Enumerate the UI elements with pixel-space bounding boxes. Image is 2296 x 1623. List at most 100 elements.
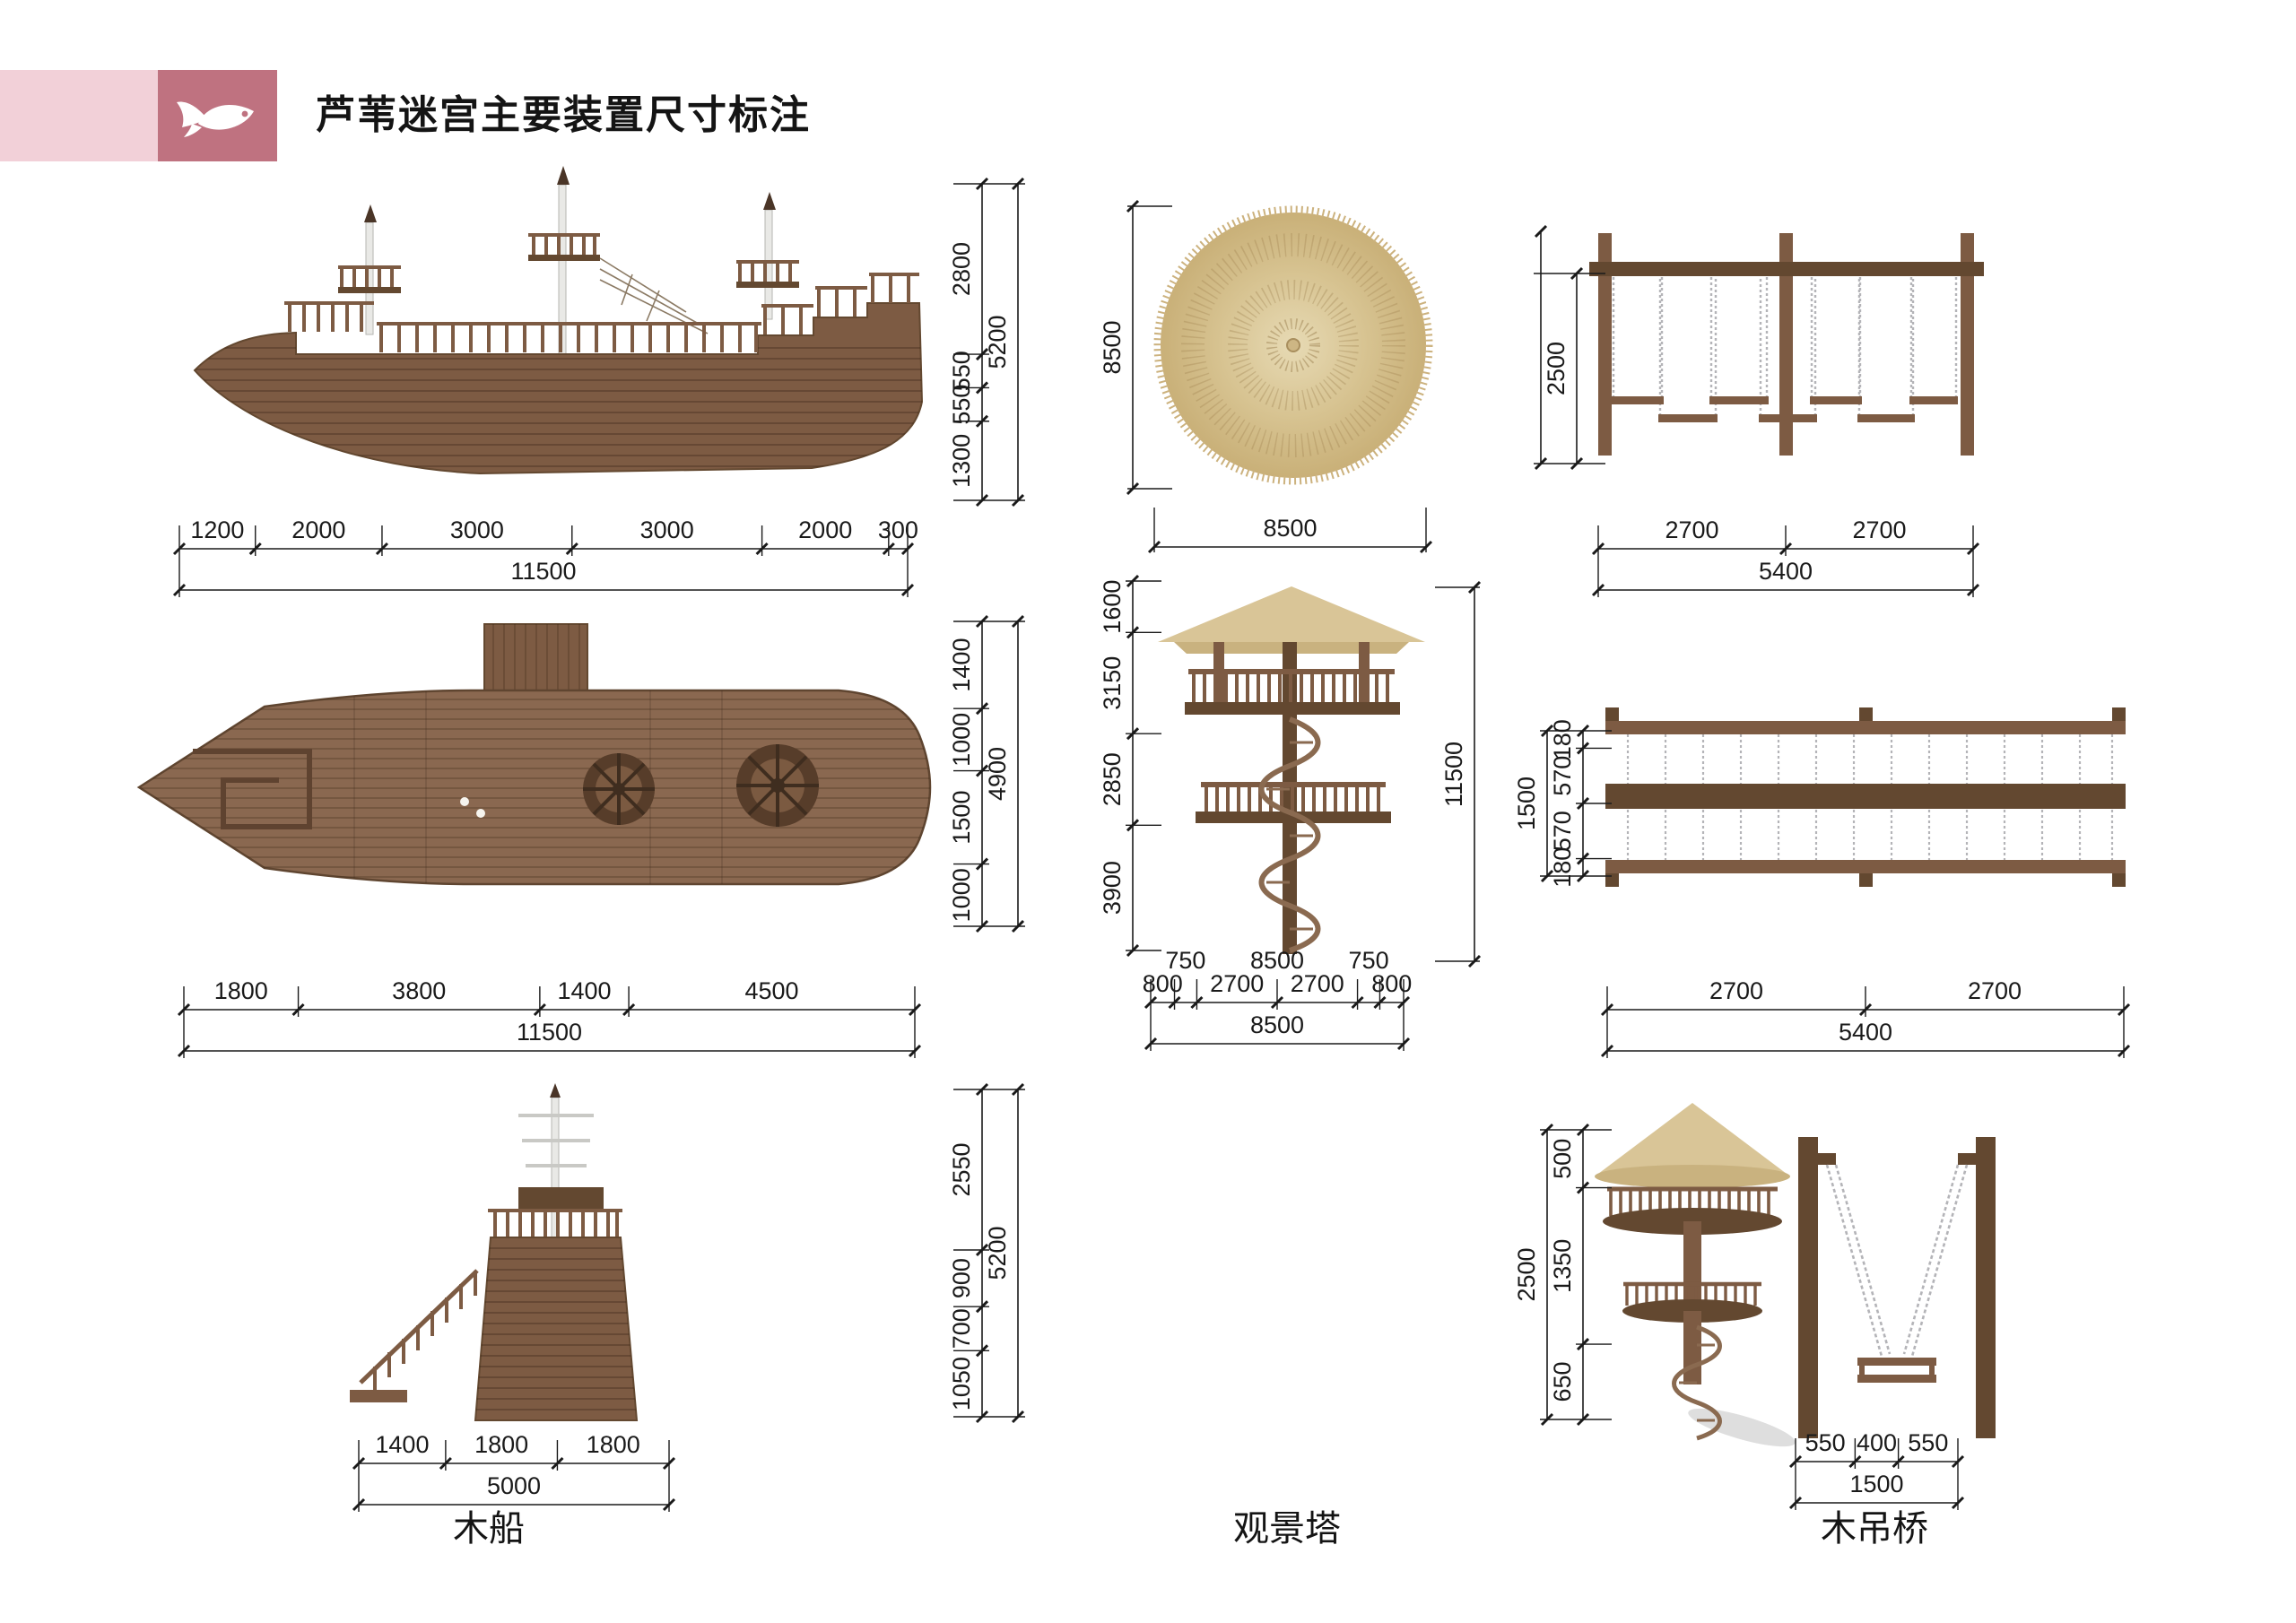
boat-front-hull	[474, 1237, 639, 1421]
spiral-stair	[1258, 716, 1321, 953]
svg-text:2700: 2700	[1665, 516, 1718, 543]
tower-roof	[1158, 586, 1425, 642]
svg-text:2800: 2800	[948, 242, 975, 296]
persp-spiral-stair	[1672, 1324, 1722, 1441]
svg-text:3800: 3800	[392, 977, 446, 1004]
persp-roof	[1595, 1103, 1790, 1176]
svg-text:11500: 11500	[510, 558, 576, 585]
logo-square	[158, 70, 277, 161]
svg-text:750: 750	[1349, 947, 1389, 974]
svg-text:1400: 1400	[375, 1431, 429, 1458]
svg-text:5200: 5200	[984, 315, 1011, 369]
boat-side-drawing	[184, 166, 928, 520]
roof-plan-drawing	[1150, 202, 1437, 489]
fish-icon	[176, 101, 254, 137]
svg-text:570: 570	[1549, 756, 1576, 796]
swing-left-dims: 2500	[1520, 224, 1605, 471]
svg-text:1050: 1050	[948, 1357, 975, 1410]
svg-text:2550: 2550	[948, 1142, 975, 1196]
svg-text:1400: 1400	[948, 638, 975, 692]
svg-text:1300: 1300	[948, 434, 975, 488]
svg-text:1200: 1200	[190, 516, 244, 543]
svg-text:900: 900	[948, 1258, 975, 1298]
svg-text:180: 180	[1549, 719, 1576, 759]
svg-text:2700: 2700	[1291, 970, 1344, 997]
svg-text:8500: 8500	[1263, 515, 1317, 542]
svg-text:2000: 2000	[798, 516, 852, 543]
svg-text:8500: 8500	[1250, 1011, 1304, 1038]
svg-text:1800: 1800	[214, 977, 268, 1004]
boat-front-right-dims: 2550 900 700 1050 5200	[948, 1082, 1061, 1424]
svg-text:800: 800	[1143, 970, 1183, 997]
svg-text:400: 400	[1857, 1429, 1897, 1456]
tower-front-drawing	[1154, 583, 1429, 956]
svg-text:2850: 2850	[1099, 752, 1126, 806]
svg-text:2700: 2700	[1210, 970, 1264, 997]
svg-text:1350: 1350	[1549, 1239, 1576, 1293]
boat-front-drawing	[343, 1083, 652, 1429]
bridge-plan-posts	[1605, 707, 2126, 887]
swing-bottom-dims: 2700 2700 5400	[1591, 516, 1980, 635]
swing-front-drawing	[1589, 222, 1984, 466]
swing-posts	[1598, 233, 1974, 456]
svg-text:700: 700	[948, 1308, 975, 1349]
svg-text:5000: 5000	[487, 1472, 541, 1499]
svg-text:5200: 5200	[984, 1226, 1011, 1280]
tower-persp-drawing	[1589, 1101, 1797, 1447]
bridge-front-chains	[1825, 1164, 1969, 1360]
svg-text:8500: 8500	[1099, 320, 1126, 374]
svg-text:1800: 1800	[474, 1431, 528, 1458]
bridge-front-seat	[1857, 1358, 1936, 1383]
bridge-plan-rail	[1605, 860, 2126, 873]
svg-text:1000: 1000	[948, 713, 975, 767]
svg-text:550: 550	[1805, 1429, 1846, 1456]
label-wooden-boat: 木船	[453, 1509, 525, 1549]
svg-text:2500: 2500	[1543, 342, 1570, 395]
boat-front-stairs	[350, 1269, 479, 1402]
svg-text:2700: 2700	[1852, 516, 1906, 543]
svg-text:180: 180	[1549, 847, 1576, 888]
svg-text:1500: 1500	[1513, 777, 1540, 830]
svg-text:8500: 8500	[1250, 947, 1304, 974]
svg-text:11500: 11500	[1440, 742, 1467, 807]
svg-text:550: 550	[1908, 1429, 1948, 1456]
svg-text:5400: 5400	[1839, 1019, 1892, 1046]
svg-text:4500: 4500	[745, 977, 799, 1004]
svg-text:3000: 3000	[640, 516, 694, 543]
boat-front-railing	[488, 1209, 622, 1237]
header-pink-band	[0, 70, 158, 161]
svg-text:550: 550	[948, 351, 975, 391]
svg-text:1600: 1600	[1099, 580, 1126, 634]
rope-net	[599, 257, 709, 334]
swing-beam	[1589, 262, 1984, 276]
svg-text:4900: 4900	[984, 747, 1011, 801]
svg-text:2500: 2500	[1513, 1247, 1540, 1301]
tower-front-right-dim: 11500	[1435, 580, 1492, 968]
svg-text:550: 550	[948, 385, 975, 425]
svg-text:750: 750	[1165, 947, 1205, 974]
svg-text:1500: 1500	[948, 791, 975, 845]
tower-shadow	[1688, 1408, 1796, 1447]
svg-text:650: 650	[1549, 1361, 1576, 1402]
bridge-plan-bottom-dims: 2700 2700 5400	[1600, 977, 2131, 1096]
svg-text:5400: 5400	[1759, 558, 1813, 585]
svg-text:2000: 2000	[291, 516, 345, 543]
boat-side-platforms	[338, 255, 799, 293]
tower-platform-lower	[1196, 782, 1391, 823]
deck-wheel	[736, 744, 819, 827]
bridge-plan-rail	[1605, 721, 2126, 734]
svg-text:570: 570	[1549, 811, 1576, 851]
svg-text:300: 300	[878, 516, 918, 543]
svg-text:2700: 2700	[1968, 977, 2022, 1004]
svg-text:2700: 2700	[1709, 977, 1763, 1004]
deck-wheel	[583, 753, 655, 825]
